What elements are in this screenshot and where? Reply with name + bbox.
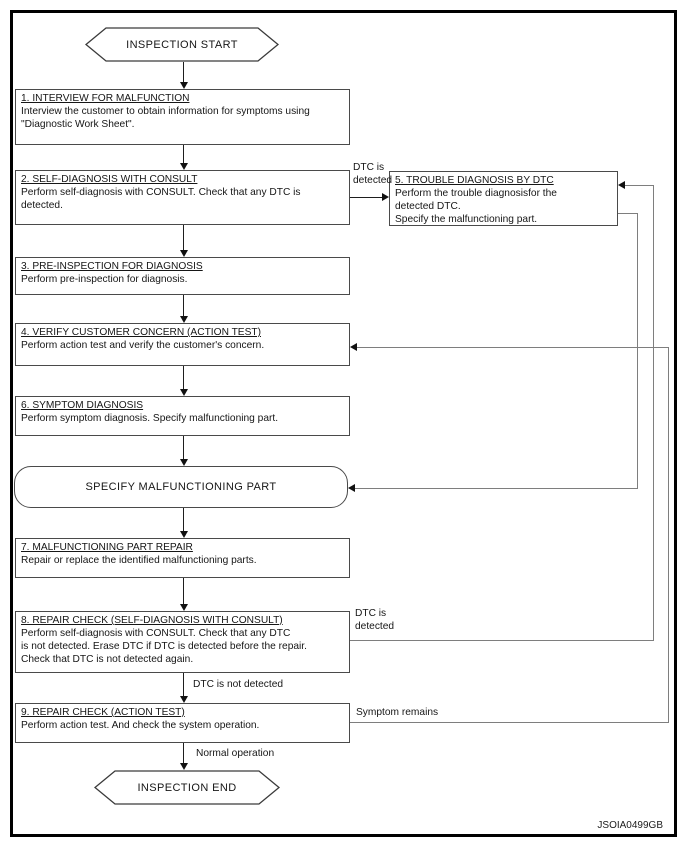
connector-arrowhead bbox=[382, 193, 389, 201]
connector-step5-specify bbox=[637, 213, 638, 489]
step-4-body: Perform action test and verify the custo… bbox=[21, 340, 265, 351]
step-1-box: 1. INTERVIEW FOR MALFUNCTION Interview t… bbox=[15, 89, 350, 145]
flow-arrow-line bbox=[183, 578, 184, 604]
step-7-box: 7. MALFUNCTIONING PART REPAIR Repair or … bbox=[15, 538, 350, 578]
step-5-box: 5. TROUBLE DIAGNOSIS BY DTC Perform the … bbox=[389, 171, 618, 226]
flow-arrowhead bbox=[180, 459, 188, 466]
flow-arrow-line bbox=[183, 743, 184, 763]
flow-arrow-line bbox=[183, 508, 184, 531]
flow-arrow-line bbox=[183, 225, 184, 250]
step-4-box: 4. VERIFY CUSTOMER CONCERN (ACTION TEST)… bbox=[15, 323, 350, 366]
connector-step9-step4 bbox=[357, 347, 669, 348]
step-8-body: Perform self-diagnosis with CONSULT. Che… bbox=[21, 628, 307, 665]
edge-label-normal-operation: Normal operation bbox=[196, 748, 275, 759]
step-8-box: 8. REPAIR CHECK (SELF-DIAGNOSIS WITH CON… bbox=[15, 611, 350, 673]
connector-arrowhead bbox=[618, 181, 625, 189]
step-3-body: Perform pre-inspection for diagnosis. bbox=[21, 274, 188, 285]
step-8-title: 8. REPAIR CHECK (SELF-DIAGNOSIS WITH CON… bbox=[21, 615, 283, 626]
step-5-title: 5. TROUBLE DIAGNOSIS BY DTC bbox=[395, 175, 554, 186]
flow-arrow-line bbox=[183, 145, 184, 163]
connector-step5-specify bbox=[618, 213, 638, 214]
flow-arrowhead bbox=[180, 316, 188, 323]
flow-arrowhead bbox=[180, 163, 188, 170]
inspection-end-label: INSPECTION END bbox=[137, 781, 237, 794]
connector-arrowhead bbox=[350, 343, 357, 351]
inspection-start-shape bbox=[85, 27, 279, 62]
step-6-box: 6. SYMPTOM DIAGNOSIS Perform symptom dia… bbox=[15, 396, 350, 436]
inspection-end-shape bbox=[94, 770, 280, 805]
connector-step8-step5 bbox=[625, 185, 654, 186]
step-1-title: 1. INTERVIEW FOR MALFUNCTION bbox=[21, 93, 190, 104]
flow-arrowhead bbox=[180, 696, 188, 703]
connector-step9-step4 bbox=[350, 722, 669, 723]
specify-malfunctioning-part-label: SPECIFY MALFUNCTIONING PART bbox=[85, 481, 277, 493]
step-2-body: Perform self-diagnosis with CONSULT. Che… bbox=[21, 187, 301, 211]
edge-label-dtc-not-detected: DTC is not detected bbox=[193, 679, 284, 690]
step-4-title: 4. VERIFY CUSTOMER CONCERN (ACTION TEST) bbox=[21, 327, 261, 338]
figure-code: JSOIA0499GB bbox=[597, 820, 663, 831]
connector-step2-step5 bbox=[350, 197, 382, 198]
specify-malfunctioning-part-box: SPECIFY MALFUNCTIONING PART bbox=[14, 466, 348, 508]
flow-arrow-line bbox=[183, 673, 184, 696]
step-2-title: 2. SELF-DIAGNOSIS WITH CONSULT bbox=[21, 174, 198, 185]
connector-step9-step4 bbox=[668, 347, 669, 723]
flow-arrow-line bbox=[183, 366, 184, 389]
connector-step5-specify bbox=[355, 488, 638, 489]
flow-arrow-line bbox=[183, 436, 184, 459]
connector-step8-step5 bbox=[350, 640, 654, 641]
flow-arrowhead bbox=[180, 389, 188, 396]
edge-label-dtc-detected-step2: DTC is detected bbox=[353, 162, 393, 186]
step-7-title: 7. MALFUNCTIONING PART REPAIR bbox=[21, 542, 193, 553]
flow-arrowhead bbox=[180, 531, 188, 538]
flow-arrowhead bbox=[180, 763, 188, 770]
flow-arrowhead bbox=[180, 604, 188, 611]
diagram-frame bbox=[10, 10, 677, 837]
step-9-body: Perform action test. And check the syste… bbox=[21, 720, 260, 731]
step-9-title: 9. REPAIR CHECK (ACTION TEST) bbox=[21, 707, 185, 718]
flow-arrow-line bbox=[183, 62, 184, 82]
edge-label-dtc-detected-step8: DTC is detected bbox=[355, 608, 395, 632]
flow-arrow-line bbox=[183, 295, 184, 316]
connector-arrowhead bbox=[348, 484, 355, 492]
step-6-body: Perform symptom diagnosis. Specify malfu… bbox=[21, 413, 279, 424]
flow-arrowhead bbox=[180, 82, 188, 89]
step-3-title: 3. PRE-INSPECTION FOR DIAGNOSIS bbox=[21, 261, 203, 272]
step-5-body: Perform the trouble diagnosisfor the det… bbox=[395, 188, 557, 225]
connector-step8-step5 bbox=[653, 185, 654, 641]
step-1-body: Interview the customer to obtain informa… bbox=[21, 106, 310, 130]
edge-label-symptom-remains: Symptom remains bbox=[356, 707, 439, 718]
step-9-box: 9. REPAIR CHECK (ACTION TEST) Perform ac… bbox=[15, 703, 350, 743]
step-7-body: Repair or replace the identified malfunc… bbox=[21, 555, 257, 566]
step-3-box: 3. PRE-INSPECTION FOR DIAGNOSIS Perform … bbox=[15, 257, 350, 295]
step-6-title: 6. SYMPTOM DIAGNOSIS bbox=[21, 400, 144, 411]
inspection-start-label: INSPECTION START bbox=[126, 38, 238, 51]
step-2-box: 2. SELF-DIAGNOSIS WITH CONSULT Perform s… bbox=[15, 170, 350, 225]
flow-arrowhead bbox=[180, 250, 188, 257]
